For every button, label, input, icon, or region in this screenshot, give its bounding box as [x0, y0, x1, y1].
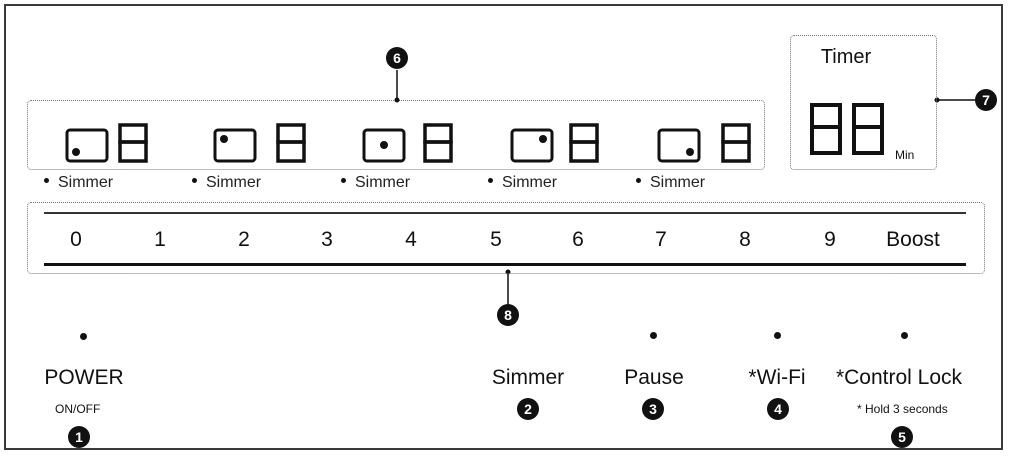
- power-button[interactable]: POWER: [44, 366, 124, 389]
- callout-1: 1: [68, 426, 90, 448]
- callout-8: 8: [497, 304, 519, 326]
- simmer-indicator-zone-1: Simmer: [44, 174, 113, 192]
- callout-5: 5: [891, 426, 913, 448]
- power-level-4[interactable]: 4: [405, 228, 417, 251]
- timer-unit: Min: [895, 148, 915, 162]
- simmer-indicator-zone-3: Simmer: [341, 174, 410, 192]
- wifi-button-indicator: [774, 332, 781, 339]
- timer-digits: [810, 103, 884, 155]
- wifi-button[interactable]: *Wi-Fi: [748, 366, 806, 389]
- power-level-boost[interactable]: Boost: [886, 228, 940, 251]
- control-lock-button-indicator: [901, 332, 908, 339]
- simmer-button[interactable]: Simmer: [491, 366, 565, 389]
- slider-bottom-line[interactable]: [44, 263, 966, 266]
- pause-button-indicator: [650, 332, 657, 339]
- zone-front-right-icon: [657, 123, 751, 163]
- control-lock-button[interactable]: *Control Lock: [835, 366, 963, 389]
- zone-rear-left-icon: [65, 123, 148, 163]
- power-level-1[interactable]: 1: [154, 228, 166, 251]
- power-level-3[interactable]: 3: [321, 228, 333, 251]
- callout-2: 2: [517, 398, 539, 420]
- zone-rear-right-icon: [510, 123, 599, 163]
- slider-top-line: [44, 212, 966, 214]
- power-level-9[interactable]: 9: [824, 228, 836, 251]
- control-panel-frame: [4, 4, 1003, 450]
- power-level-slider-group: [27, 202, 985, 274]
- power-level-8[interactable]: 8: [739, 228, 751, 251]
- power-level-0[interactable]: 0: [70, 228, 82, 251]
- power-level-6[interactable]: 6: [572, 228, 584, 251]
- power-level-5[interactable]: 5: [490, 228, 502, 251]
- callout-3: 3: [642, 398, 664, 420]
- timer-title: Timer: [820, 46, 872, 68]
- zone-front-left-icon: [213, 123, 306, 163]
- simmer-indicator-zone-4: Simmer: [488, 174, 557, 192]
- power-level-7[interactable]: 7: [655, 228, 667, 251]
- simmer-indicator-zone-5: Simmer: [636, 174, 705, 192]
- power-level-2[interactable]: 2: [238, 228, 250, 251]
- callout-4: 4: [767, 398, 789, 420]
- callout-6: 6: [386, 47, 408, 69]
- zone-center-icon: [362, 123, 453, 163]
- pause-button[interactable]: Pause: [624, 366, 684, 389]
- power-button-indicator: [80, 333, 87, 340]
- timer-group: [790, 35, 937, 170]
- power-button-sublabel: ON/OFF: [55, 402, 101, 416]
- simmer-indicator-zone-2: Simmer: [192, 174, 261, 192]
- callout-7: 7: [975, 89, 997, 111]
- control-lock-hold-note: * Hold 3 seconds: [857, 402, 948, 416]
